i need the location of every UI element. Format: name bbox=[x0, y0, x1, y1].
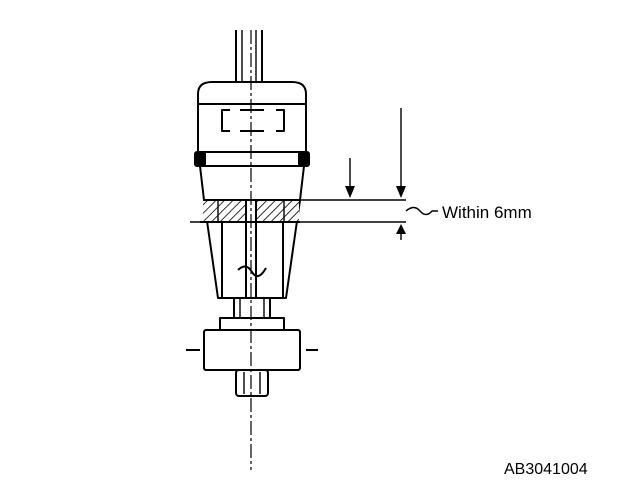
lower-stem bbox=[233, 297, 271, 319]
tapered-lower-body bbox=[199, 165, 305, 299]
arrow-long-down-icon bbox=[396, 108, 406, 198]
piston-rod bbox=[235, 30, 263, 82]
figure-code: AB3041004 bbox=[504, 461, 588, 478]
measurement-reference-lines bbox=[190, 199, 406, 223]
dust-cover-body bbox=[197, 81, 307, 161]
measurement-label: Within 6mm bbox=[442, 203, 532, 222]
o-ring-band bbox=[194, 151, 310, 167]
leader-line bbox=[405, 206, 438, 216]
mounting-bracket bbox=[186, 317, 318, 397]
arrow-short-down-icon bbox=[345, 158, 355, 198]
arrow-up-icon bbox=[396, 224, 406, 240]
